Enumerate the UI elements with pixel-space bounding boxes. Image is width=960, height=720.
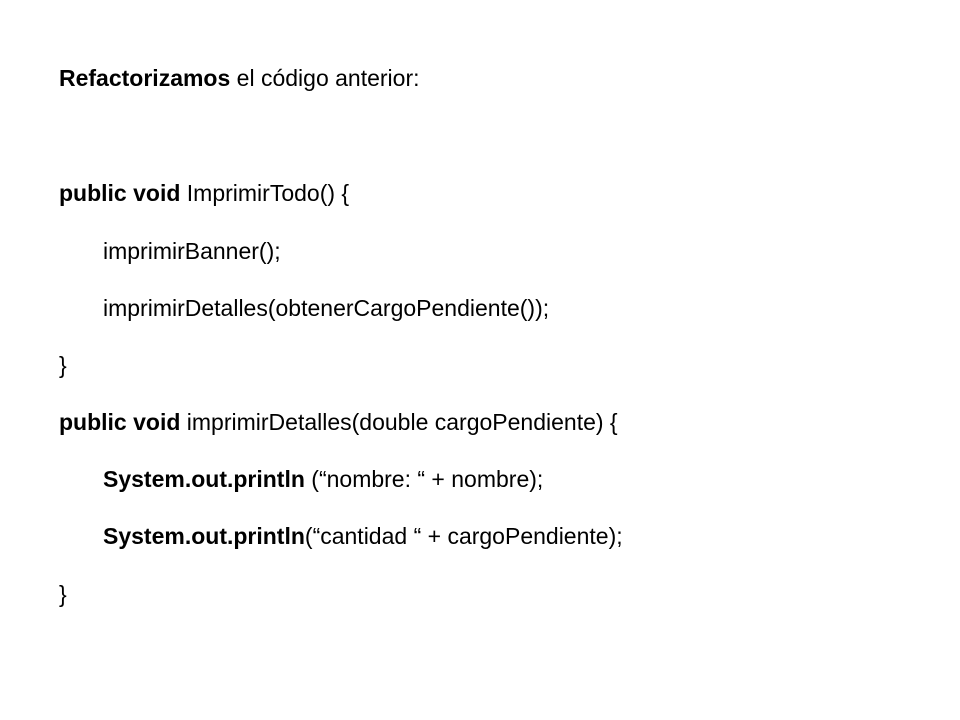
code-line-3: imprimirDetalles(obtenerCargoPendiente()… <box>103 293 549 323</box>
heading-text: el código anterior: <box>230 65 420 91</box>
code-text: (“nombre: “ + nombre); <box>304 466 544 492</box>
code-text: ImprimirTodo() { <box>180 180 350 206</box>
code-line-1: public void ImprimirTodo() { <box>59 178 349 208</box>
code-line-6: System.out.println (“nombre: “ + nombre)… <box>103 464 543 494</box>
code-keyword: public void <box>59 409 181 435</box>
code-keyword: public void <box>59 180 181 206</box>
code-text: } <box>59 352 67 378</box>
code-keyword: System.out.println <box>103 523 305 549</box>
code-line-2: imprimirBanner(); <box>103 236 281 266</box>
slide-heading: Refactorizamos el código anterior: <box>59 63 420 93</box>
code-text: (“cantidad “ + cargoPendiente); <box>304 523 623 549</box>
code-keyword: System.out.println <box>103 466 305 492</box>
code-text: imprimirBanner(); <box>103 238 281 264</box>
code-text: imprimirDetalles(obtenerCargoPendiente()… <box>103 295 550 321</box>
code-text: imprimirDetalles(double cargoPendiente) … <box>180 409 618 435</box>
code-line-8: } <box>59 579 67 609</box>
code-line-5: public void imprimirDetalles(double carg… <box>59 407 618 437</box>
heading-bold: Refactorizamos <box>59 65 231 91</box>
code-text: } <box>59 581 67 607</box>
code-line-4: } <box>59 350 67 380</box>
code-line-7: System.out.println(“cantidad “ + cargoPe… <box>103 521 623 551</box>
